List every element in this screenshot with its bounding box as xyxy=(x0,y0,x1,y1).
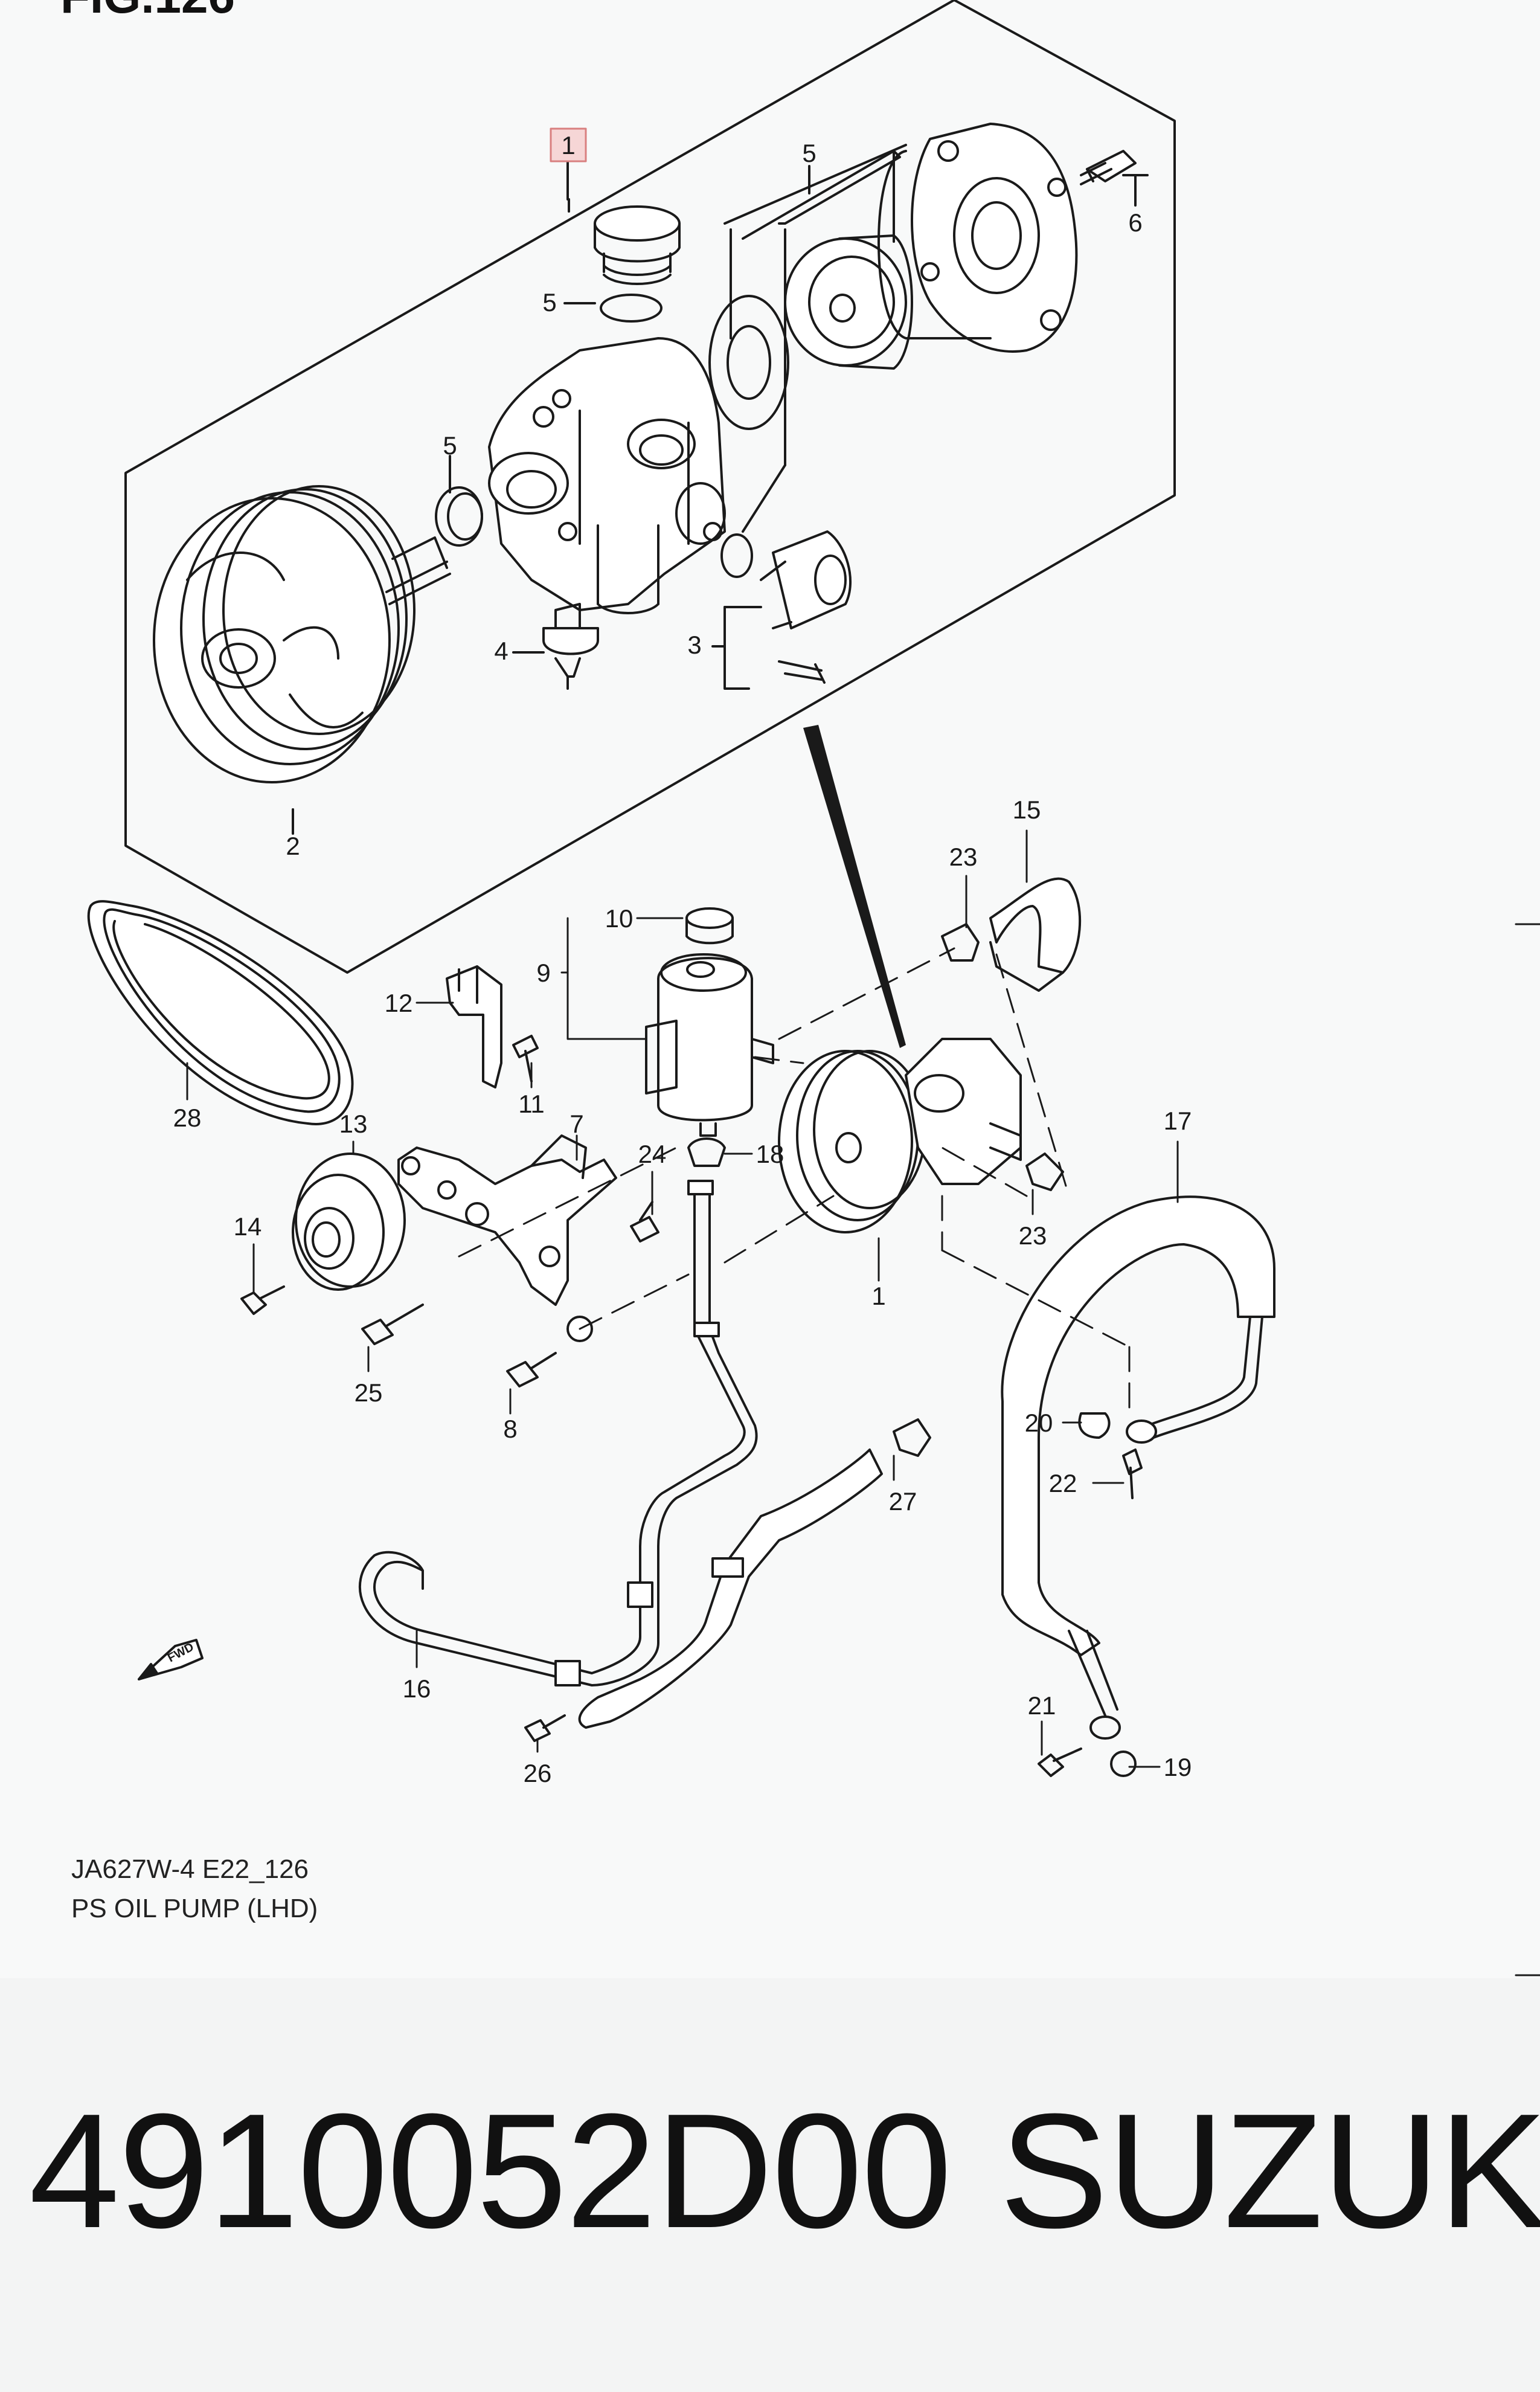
callout-27: 27 xyxy=(889,1487,917,1516)
fwd-arrow xyxy=(138,1639,204,1680)
callout-28: 28 xyxy=(173,1104,202,1132)
fitting-3 xyxy=(720,530,852,684)
callout-4: 4 xyxy=(494,637,508,665)
dashed-lines xyxy=(458,947,1131,1415)
figure-title: FIG.126 xyxy=(60,0,235,24)
belt-28 xyxy=(87,900,354,1125)
callout-23-top: 23 xyxy=(949,843,978,871)
callout-8: 8 xyxy=(503,1415,517,1443)
callout-17: 17 xyxy=(1164,1107,1192,1135)
figure-name: PS OIL PUMP (LHD) xyxy=(71,1894,318,1923)
sensor-4 xyxy=(542,603,599,690)
callout-19: 19 xyxy=(1164,1753,1192,1781)
idler-13 xyxy=(292,1153,406,1291)
pulley-2 xyxy=(153,485,451,783)
callout-24: 24 xyxy=(638,1140,667,1168)
hose-brackets xyxy=(1038,1412,1143,1777)
callout-18: 18 xyxy=(756,1140,784,1168)
filler-cap xyxy=(594,205,681,323)
pump-body xyxy=(488,337,726,614)
callout-15: 15 xyxy=(1013,796,1041,824)
hose-17 xyxy=(1001,1195,1275,1777)
callout-12: 12 xyxy=(385,989,413,1017)
part-number: 4910052D00 xyxy=(29,2080,952,2262)
callout-26: 26 xyxy=(524,1759,552,1787)
clips xyxy=(687,923,1064,1457)
callout-22: 22 xyxy=(1049,1469,1077,1497)
callout-23-bottom: 23 xyxy=(1019,1221,1047,1250)
leader-lines-frame xyxy=(292,144,1149,835)
bracket-7 xyxy=(397,1134,617,1342)
callout-1-frame: 1 xyxy=(561,131,575,159)
reservoir xyxy=(645,907,774,1137)
callout-1-pump: 1 xyxy=(871,1282,885,1310)
callout-7: 7 xyxy=(569,1110,583,1138)
figure-code: JA627W-4 E22_126 xyxy=(71,1854,309,1884)
seal-5 xyxy=(435,486,483,547)
callout-5-right: 5 xyxy=(802,139,816,167)
callout-21: 21 xyxy=(1028,1691,1056,1720)
callout-14: 14 xyxy=(234,1212,262,1241)
pipe-16 xyxy=(358,1180,883,1742)
bolt-6 xyxy=(1080,150,1137,185)
callout-9: 9 xyxy=(536,959,550,987)
callout-5-left: 5 xyxy=(443,431,457,460)
assembly-frame xyxy=(124,0,1176,974)
exploded-parts-diagram: FWD 1 2 3 4 5 5 5 6 1 7 8 9 10 11 12 13 … xyxy=(87,0,1540,1976)
callout-25: 25 xyxy=(355,1378,383,1407)
bracket-12 xyxy=(446,965,539,1088)
leader-lines-outside xyxy=(186,829,1179,1768)
callout-10: 10 xyxy=(605,904,634,933)
bolts-misc xyxy=(240,1201,659,1387)
callout-6: 6 xyxy=(1128,208,1142,237)
callout-11: 11 xyxy=(518,1090,545,1118)
brand-name: SUZUKI xyxy=(999,2080,1540,2262)
pump-cartridge xyxy=(708,234,913,430)
callout-3: 3 xyxy=(687,631,701,659)
diagram-sheet: FIG.126 xyxy=(60,0,1540,1976)
pump-assembly xyxy=(778,1038,1022,1233)
rear-housing xyxy=(877,123,1078,353)
callout-2: 2 xyxy=(286,832,300,860)
pointer-wedge xyxy=(803,725,906,1048)
callout-box-1 xyxy=(550,127,587,162)
hose-15 xyxy=(989,877,1082,992)
callout-13: 13 xyxy=(339,1110,368,1138)
callout-20: 20 xyxy=(1025,1409,1053,1437)
callout-labels: 1 2 3 4 5 5 5 6 1 7 8 9 10 11 12 13 14 1… xyxy=(173,131,1192,1787)
callout-5-top: 5 xyxy=(542,288,556,317)
callout-16: 16 xyxy=(403,1674,431,1703)
